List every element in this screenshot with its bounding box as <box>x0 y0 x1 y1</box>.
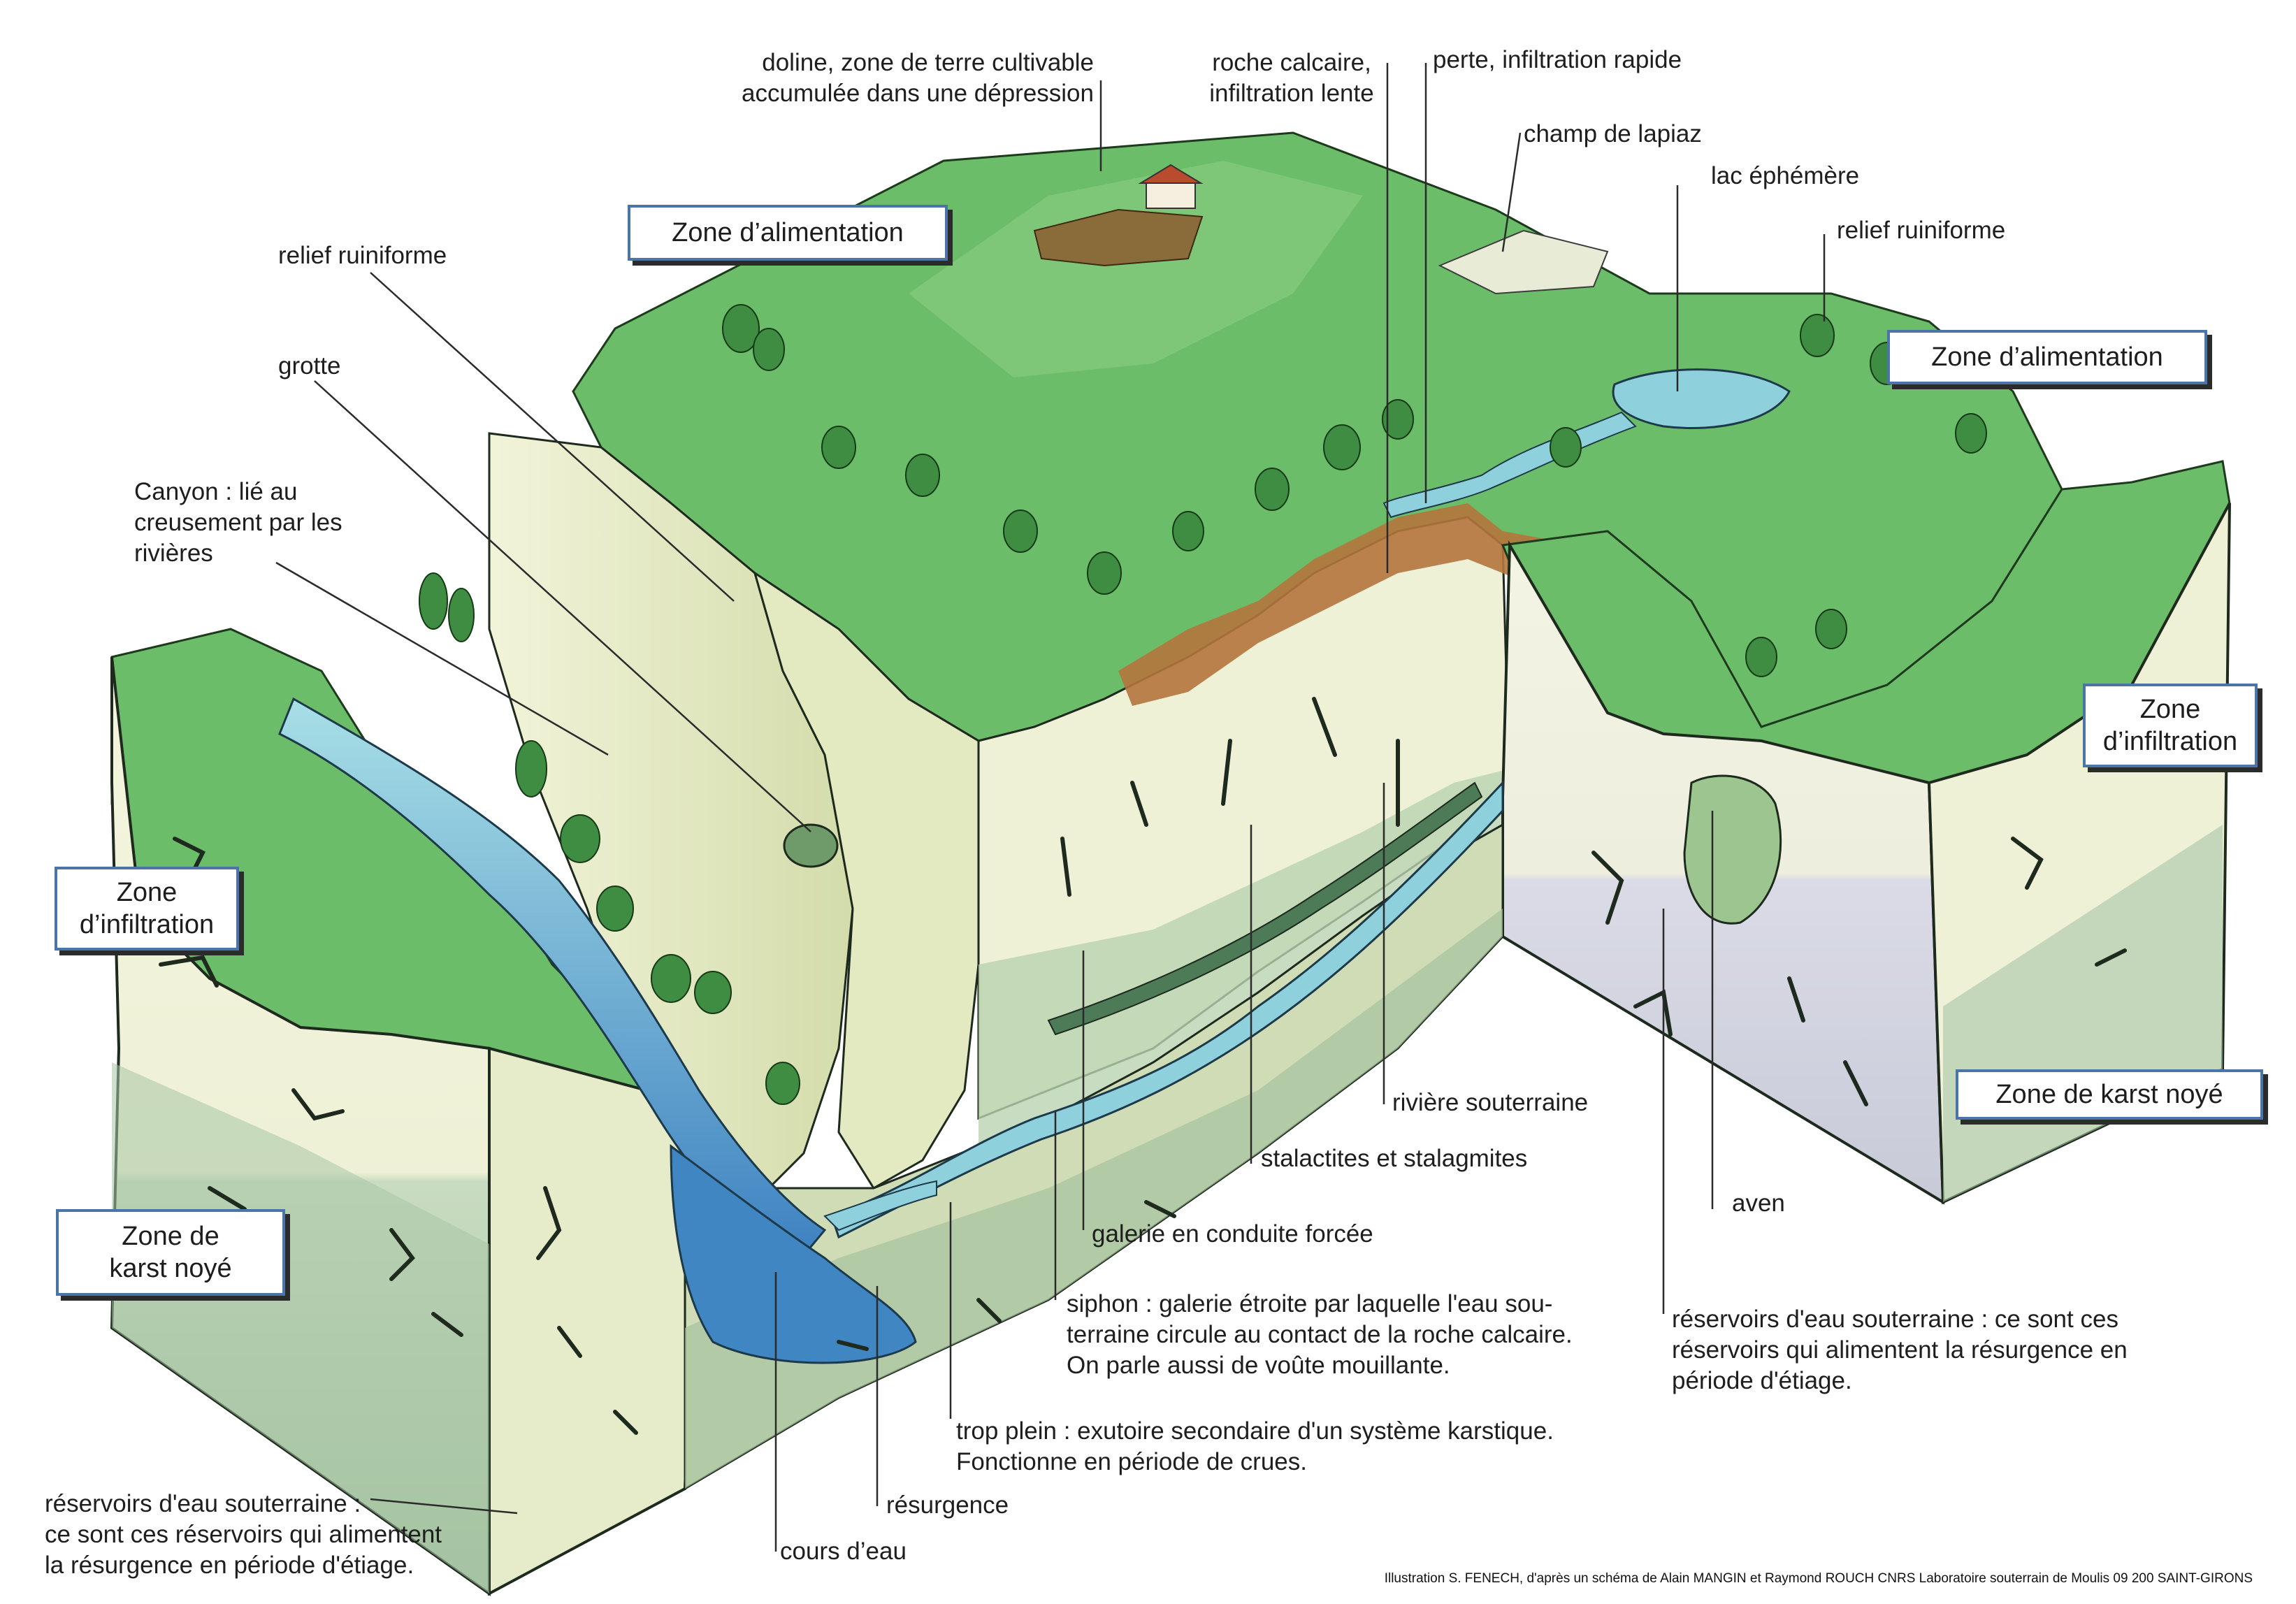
leader-lines <box>275 63 1826 1552</box>
label-roche-calcaire: roche calcaire, infiltration lente <box>1209 49 1374 107</box>
lapiaz-field <box>1438 229 1609 295</box>
zone-infiltration-left: Zone d’infiltration <box>55 867 239 951</box>
aven-cave <box>1683 774 1782 925</box>
label-siphon: siphon : galerie étroite par laquelle l'… <box>1067 1290 1573 1379</box>
zone-alimentation-right: Zone d’alimentation <box>1887 330 2207 384</box>
label-champ-lapiaz: champ de lapiaz <box>1524 120 1702 147</box>
grotte-opening <box>783 823 839 868</box>
label-doline: doline, zone de terre cultivable accumul… <box>742 49 1094 107</box>
label-grotte: grotte <box>278 352 341 380</box>
label-trop-plein: trop plein : exutoire secondaire d'un sy… <box>956 1417 1554 1475</box>
label-stalactites: stalactites et stalagmites <box>1261 1145 1528 1172</box>
canyon-river-pool <box>670 1143 917 1364</box>
label-relief-ruiniforme-left: relief ruiniforme <box>278 242 447 269</box>
zone-alimentation-top: Zone d’alimentation <box>628 205 948 261</box>
label-riviere-souterraine: rivière souterraine <box>1392 1089 1589 1116</box>
zone-karst-noye-right: Zone de karst noyé <box>1956 1069 2263 1120</box>
illustration-credit: Illustration S. FENECH, d'après un schém… <box>1384 1571 2253 1586</box>
forced-gallery <box>1047 781 1483 1036</box>
label-galerie-conduite: galerie en conduite forcée <box>1092 1220 1373 1248</box>
label-perte: perte, infiltration rapide <box>1433 46 1682 73</box>
label-reservoirs-right: réservoirs d'eau souterraine : ce sont c… <box>1672 1306 2128 1394</box>
label-aven: aven <box>1732 1190 1785 1217</box>
canyon-cliff-mid <box>753 570 980 1190</box>
doline-field <box>1033 208 1204 267</box>
label-lac-ephemere: lac éphémère <box>1711 162 1860 189</box>
rock-fissures <box>159 697 2176 1435</box>
label-resurgence: résurgence <box>886 1491 1009 1519</box>
left-block-saturated-zone <box>112 1062 489 1594</box>
lake-ephemere <box>1612 368 1791 429</box>
tree-clusters <box>419 304 1987 1105</box>
label-canyon: Canyon : lié au creusement par les riviè… <box>134 478 342 567</box>
zone-karst-noye-left: Zone de karst noyé <box>56 1209 285 1296</box>
label-reservoirs-left: réservoirs d'eau souterraine : ce sont c… <box>45 1490 442 1579</box>
label-cours-eau: cours d’eau <box>780 1538 907 1565</box>
farm-roof <box>1138 164 1204 184</box>
farm-house <box>1146 181 1196 209</box>
resurgence-flow <box>823 1180 937 1231</box>
zone-infiltration-right: Zone d’infiltration <box>2083 684 2258 767</box>
plateau-highlight <box>909 161 1363 377</box>
label-relief-ruiniforme-right: relief ruiniforme <box>1837 217 2006 244</box>
